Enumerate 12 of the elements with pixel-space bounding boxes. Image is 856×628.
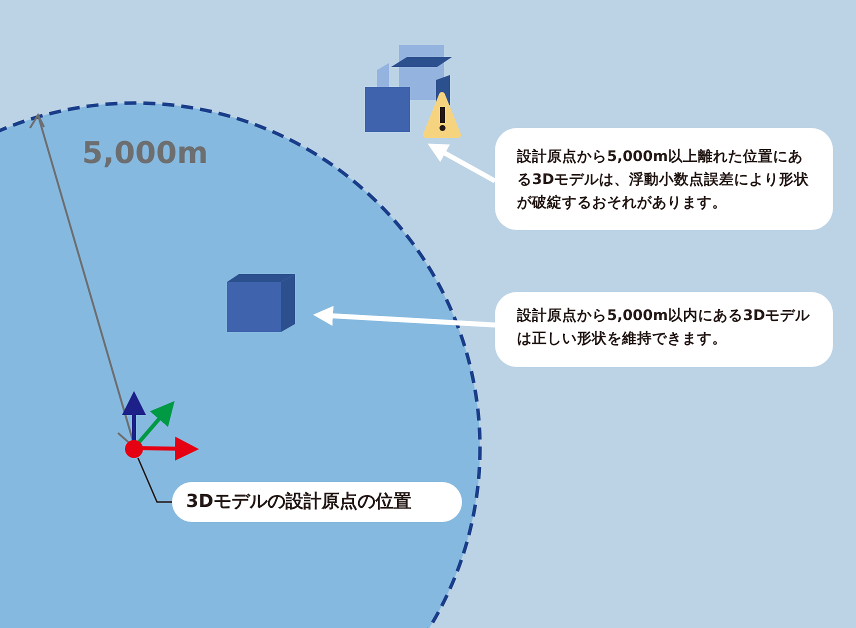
callout-text: 設計原点から5,000m以内にある3Dモデルは正しい形状を維持できます。 [517,306,812,350]
cube-drawing [225,272,297,334]
callout-box [172,482,462,522]
leader-line [137,458,172,503]
broken-cube-drawing [362,45,462,135]
arrow [428,144,496,184]
callout-box [495,128,833,230]
callout-box [495,292,833,367]
arrow [313,306,496,328]
callout-text: 3Dモデルの設計原点の位置 [186,490,412,514]
callout-text: 設計原点から5,000m以上離れた位置にある3Dモデルは、浮動小数点誤差により形状が破綻するおそれがあります。 [517,148,810,214]
distance-label: 5,000m [82,136,208,171]
